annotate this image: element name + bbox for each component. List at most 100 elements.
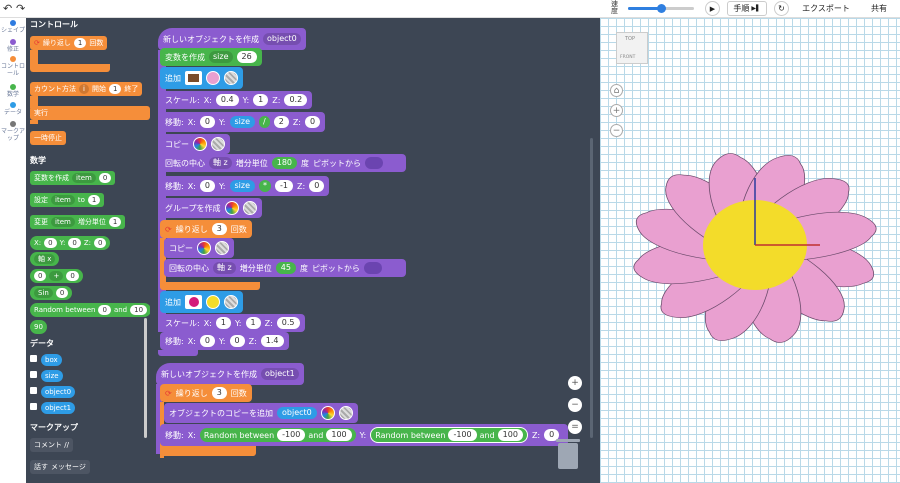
view-cube[interactable]: TOP FRONT [616, 32, 648, 64]
count-start-input[interactable]: 1 [108, 84, 122, 94]
new-object-block-2[interactable]: 新しいオブジェクトを作成 object1 [156, 363, 304, 385]
size-var-reporter[interactable]: size [229, 180, 256, 192]
repeat-block-2[interactable]: ⟳ 繰り返し 3 回数 [160, 384, 252, 402]
copy-block-2[interactable]: コピー [164, 238, 234, 258]
move-block-1[interactable]: 移動: X: 0 Y: size / 2 Z: 0 [160, 112, 326, 132]
data-item-row[interactable]: object0 [30, 386, 76, 398]
palette-repeat-block[interactable]: ⟳ 繰り返し 1 回数 [30, 36, 108, 50]
move-block-4[interactable]: 移動: X: Random between -100 and 100 Y: Ra… [160, 424, 568, 446]
palette-change-block[interactable]: 変更 item 増分単位 1 [30, 215, 126, 229]
data-var-block[interactable]: box [41, 354, 62, 366]
repeat-count-input[interactable]: 3 [211, 387, 227, 399]
move-x-input[interactable]: 0 [199, 180, 215, 192]
undo-icon[interactable]: ↶ [3, 2, 13, 15]
data-var-block[interactable]: size [41, 370, 63, 382]
var-dropdown[interactable]: item [51, 195, 75, 205]
palette-say-block[interactable]: 話す メッセージ [30, 460, 90, 474]
category-control[interactable]: コントロール [0, 56, 26, 77]
create-var-block[interactable]: 変数を作成 size 26 [160, 48, 262, 66]
x-input[interactable]: 0 [44, 238, 57, 248]
add-shape-block[interactable]: 追加 [160, 67, 243, 89]
color-rainbow-icon[interactable] [224, 201, 239, 215]
move-z-input[interactable]: 0 [544, 429, 560, 441]
data-var-block[interactable]: object1 [41, 402, 76, 414]
data-item-row[interactable]: box [30, 354, 62, 366]
palette-number-block[interactable]: 90 [30, 320, 47, 334]
random-max-input[interactable]: 100 [497, 429, 523, 441]
function-dropdown[interactable]: Sin [34, 288, 53, 298]
move-y-input[interactable]: 0 [229, 335, 245, 347]
scale-z-input[interactable]: 0.2 [284, 94, 308, 106]
viewport-zoom-in-button[interactable]: + [610, 104, 623, 117]
operator-dropdown[interactable]: * [259, 180, 272, 192]
no-texture-icon[interactable] [224, 71, 238, 85]
trash-icon[interactable] [556, 439, 580, 469]
3d-viewport[interactable] [600, 18, 900, 483]
data-item-row[interactable]: object1 [30, 402, 76, 414]
operator-dropdown[interactable]: / [259, 116, 270, 128]
rotate-block-1[interactable]: 回転の中心 軸 z 増分単位 180 度 ピボットから [160, 154, 406, 172]
scale-y-input[interactable]: 1 [245, 317, 261, 329]
group-block[interactable]: グループを作成 [160, 198, 262, 218]
no-texture-icon[interactable] [338, 406, 353, 420]
palette-count-block[interactable]: カウント方法 i 開始 1 終了 [30, 82, 143, 96]
play-button[interactable]: ▶ [705, 1, 720, 16]
color-rainbow-icon[interactable] [197, 241, 211, 255]
move-z-input[interactable]: 0 [309, 180, 325, 192]
share-button[interactable]: 共有 [864, 1, 894, 16]
palette-comment-block[interactable]: コメント // [30, 438, 73, 452]
sphere-shape-icon[interactable] [185, 295, 202, 309]
random-max-input[interactable]: 10 [130, 305, 148, 315]
box-shape-icon[interactable] [185, 71, 202, 85]
object-dropdown[interactable]: object0 [263, 33, 301, 45]
add-shape-block-2[interactable]: 追加 [160, 291, 243, 313]
checkbox[interactable] [30, 387, 37, 394]
no-texture-icon[interactable] [242, 201, 257, 215]
palette-random-block[interactable]: Random between 0 and 10 [30, 303, 150, 317]
var-dropdown[interactable]: item [51, 217, 75, 227]
code-workspace[interactable]: 新しいオブジェクトを作成 object0 変数を作成 size 26 追加 スケ… [150, 18, 600, 483]
category-shapes[interactable]: シェイプ [0, 20, 26, 34]
speed-slider[interactable] [628, 4, 694, 13]
move-z-input[interactable]: 0 [305, 116, 321, 128]
axis-dropdown[interactable]: 軸 z [213, 262, 236, 274]
var-dropdown[interactable]: size [209, 51, 233, 63]
operator-dropdown[interactable]: + [49, 271, 64, 281]
checkbox[interactable] [30, 371, 37, 378]
copy-object-block[interactable]: オブジェクトのコピーを追加 object0 [164, 403, 358, 423]
scale-block-2[interactable]: スケール: X: 1 Y: 1 Z: 0.5 [160, 314, 305, 332]
category-data[interactable]: データ [0, 102, 26, 116]
repeat-count-input[interactable]: 3 [211, 223, 227, 235]
move-y-divisor-input[interactable]: 2 [273, 116, 289, 128]
move-x-input[interactable]: 0 [199, 116, 215, 128]
scale-block-1[interactable]: スケール: X: 0.4 Y: 1 Z: 0.2 [160, 91, 313, 109]
move-z-input[interactable]: 1.4 [260, 335, 284, 347]
random-reporter-x[interactable]: Random between -100 and 100 [199, 428, 356, 442]
workspace-scrollbar[interactable] [590, 138, 593, 438]
change-value-input[interactable]: 1 [108, 217, 122, 227]
rotate-block-2[interactable]: 回転の中心 軸 z 増分単位 45 度 ピボットから [164, 259, 406, 277]
axis-dropdown[interactable]: 軸 z [209, 157, 232, 169]
zoom-reset-button[interactable]: = [568, 420, 582, 434]
move-block-3[interactable]: 移動: X: 0 Y: 0 Z: 1.4 [160, 332, 289, 350]
new-object-block[interactable]: 新しいオブジェクトを作成 object0 [158, 28, 306, 50]
rotation-degrees-input[interactable]: 180 [271, 157, 298, 169]
zoom-out-button[interactable]: − [568, 398, 582, 412]
move-x-input[interactable]: 0 [199, 335, 215, 347]
export-button[interactable]: エクスポート [795, 1, 857, 16]
repeat-count-input[interactable]: 1 [73, 38, 87, 48]
color-swatch-pink[interactable] [206, 71, 220, 85]
palette-scrollbar[interactable] [144, 318, 147, 438]
set-value-input[interactable]: 1 [87, 195, 101, 205]
function-input[interactable]: 0 [55, 288, 69, 298]
scale-z-input[interactable]: 0.5 [276, 317, 300, 329]
category-math[interactable]: 数学 [0, 84, 26, 98]
random-min-input[interactable]: 0 [98, 305, 111, 315]
redo-icon[interactable]: ↷ [16, 2, 26, 15]
checkbox[interactable] [30, 403, 37, 410]
size-var-reporter[interactable]: size [229, 116, 256, 128]
color-rainbow-icon[interactable] [320, 406, 335, 420]
data-item-row[interactable]: size [30, 370, 63, 382]
copy-block-1[interactable]: コピー [160, 134, 230, 154]
scale-x-input[interactable]: 1 [215, 317, 231, 329]
